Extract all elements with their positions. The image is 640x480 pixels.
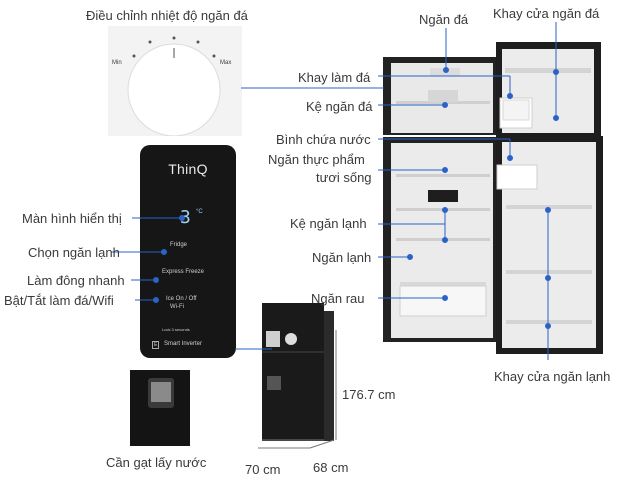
panel-express-text: Express Freeze <box>162 269 205 275</box>
panel-ice-text: Ice On / Off <box>166 296 197 302</box>
label-fridge: Ngăn lạnh <box>312 250 372 265</box>
label-fresh-food-2: tươi sống <box>316 170 372 185</box>
label-express-freeze: Làm đông nhanh <box>27 273 125 288</box>
label-fresh-food-1: Ngăn thực phẩm <box>268 152 365 167</box>
label-vegetable: Ngăn rau <box>311 291 365 306</box>
label-freezer-shelf: Kệ ngăn đá <box>306 99 373 114</box>
label-fridge-shelf: Kệ ngăn lạnh <box>290 216 367 231</box>
panel-unit: °C <box>196 209 203 215</box>
label-fridge-door-tray: Khay cửa ngăn lạnh <box>494 369 611 384</box>
panel-wifi-text: Wi-Fi <box>170 304 184 310</box>
temperature-dial-panel: Min Max <box>108 26 242 137</box>
label-ice-tray: Khay làm đá <box>298 70 371 85</box>
temperature-dial-icon <box>127 36 221 137</box>
closed-fridge <box>262 303 324 441</box>
panel-fridge-text: Fridge <box>170 242 188 248</box>
panel-brand: ThinQ <box>168 161 208 177</box>
dispenser-lever-icon <box>151 382 171 402</box>
label-freezer: Ngăn đá <box>419 12 469 27</box>
inverter-icon: E <box>152 341 160 349</box>
dispenser-image <box>130 370 190 446</box>
panel-digit: 3 <box>180 207 191 228</box>
dial-max-label: Max <box>220 60 232 66</box>
panel-inverter-text: Smart Inverter <box>164 341 203 347</box>
dimension-height: 176.7 cm <box>342 387 396 402</box>
label-select-fridge: Chọn ngăn lạnh <box>28 245 120 260</box>
dimension-width: 70 cm <box>245 462 281 477</box>
label-freezer-door-tray: Khay cửa ngăn đá <box>493 6 600 21</box>
label-water-tank: Bình chứa nước <box>276 132 371 147</box>
label-ice-wifi: Bật/Tắt làm đá/Wifi <box>4 293 114 308</box>
panel-lock-text: Lock 3 seconds <box>162 327 190 332</box>
label-dispenser-lever: Cần gạt lấy nước <box>106 455 207 470</box>
dimension-depth: 68 cm <box>313 460 349 475</box>
label-dial-title: Điều chỉnh nhiệt độ ngăn đá <box>86 8 248 23</box>
dial-min-label: Min <box>112 60 122 66</box>
label-display: Màn hình hiển thị <box>22 211 122 226</box>
